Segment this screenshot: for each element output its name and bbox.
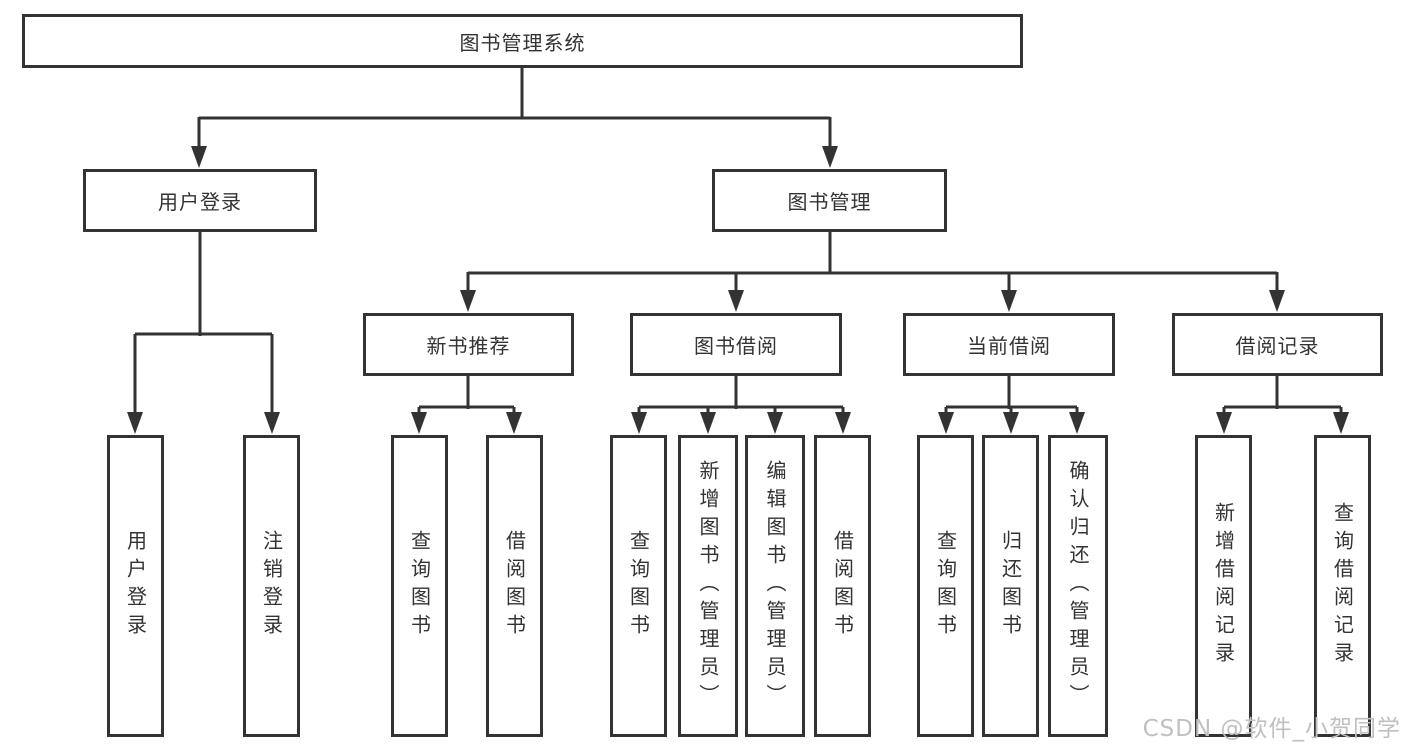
arrowhead — [835, 412, 851, 434]
arrowhead — [264, 412, 280, 434]
node-current-borrowing: 当前借阅 — [903, 313, 1115, 376]
arrowhead — [1333, 412, 1349, 434]
node-label: 用户登录 — [158, 190, 242, 214]
arrowhead — [506, 412, 522, 434]
node-label: 借阅图书 — [502, 530, 527, 642]
leaf-add-book-admin: 新增图书（管理员） — [678, 435, 738, 737]
node-book-management: 图书管理 — [712, 169, 947, 232]
node-label: 图书管理 — [787, 190, 872, 214]
arrowhead — [1269, 290, 1285, 312]
leaf-query-books-recommend: 查询图书 — [391, 435, 448, 737]
node-label: 当前借阅 — [967, 334, 1051, 358]
leaf-query-books-current: 查询图书 — [917, 435, 974, 737]
node-label: 确认归还（管理员） — [1066, 460, 1090, 712]
node-label: 查询图书 — [626, 530, 651, 642]
node-library-management-system: 图书管理系统 — [22, 14, 1023, 68]
connector-lines — [133, 68, 1343, 415]
node-label: 图书管理系统 — [459, 30, 586, 55]
arrowheads — [127, 146, 1349, 434]
watermark: CSDN @软件_小贺同学 — [1142, 716, 1401, 742]
node-label: 新书推荐 — [426, 334, 511, 358]
leaf-borrow-books-borrowing: 借阅图书 — [814, 435, 871, 737]
node-label: 新增借阅记录 — [1211, 502, 1236, 670]
leaf-query-borrow-record: 查询借阅记录 — [1314, 435, 1371, 737]
arrowhead — [700, 412, 716, 434]
arrowhead — [938, 412, 954, 434]
leaf-add-borrow-record: 新增借阅记录 — [1195, 435, 1252, 737]
arrowhead — [191, 146, 207, 168]
node-label: 查询图书 — [407, 530, 432, 642]
arrowhead — [411, 412, 427, 434]
node-user-login: 用户登录 — [83, 169, 317, 232]
leaf-edit-book-admin: 编辑图书（管理员） — [745, 435, 805, 737]
node-new-book-recommendation: 新书推荐 — [363, 313, 574, 376]
node-label: 借阅图书 — [830, 530, 855, 642]
leaf-logout: 注销登录 — [243, 435, 300, 737]
node-label: 借阅记录 — [1235, 334, 1320, 358]
arrowhead — [1001, 290, 1017, 312]
arrowhead — [127, 412, 143, 434]
node-label: 用户登录 — [123, 530, 148, 642]
arrowhead — [460, 290, 476, 312]
arrowhead — [767, 412, 783, 434]
node-book-borrowing: 图书借阅 — [630, 313, 842, 376]
leaf-user-login: 用户登录 — [107, 435, 164, 737]
node-label: 图书借阅 — [694, 334, 778, 358]
leaf-return-book: 归还图书 — [982, 435, 1039, 737]
node-label: 查询借阅记录 — [1330, 502, 1355, 670]
arrowhead — [1003, 412, 1019, 434]
node-borrowing-records: 借阅记录 — [1172, 313, 1383, 376]
arrowhead — [728, 290, 744, 312]
arrowhead — [1216, 412, 1232, 434]
node-label: 新增图书（管理员） — [696, 460, 720, 712]
node-label: 注销登录 — [259, 530, 284, 642]
leaf-confirm-return-admin: 确认归还（管理员） — [1048, 435, 1108, 737]
node-label: 编辑图书（管理员） — [763, 460, 787, 712]
node-label: 查询图书 — [933, 530, 958, 642]
leaf-borrow-books-recommend: 借阅图书 — [486, 435, 543, 737]
arrowhead — [631, 412, 647, 434]
node-label: 归还图书 — [998, 530, 1023, 642]
arrowhead — [822, 146, 838, 168]
arrowhead — [1069, 412, 1085, 434]
leaf-query-books-borrowing: 查询图书 — [610, 435, 667, 737]
